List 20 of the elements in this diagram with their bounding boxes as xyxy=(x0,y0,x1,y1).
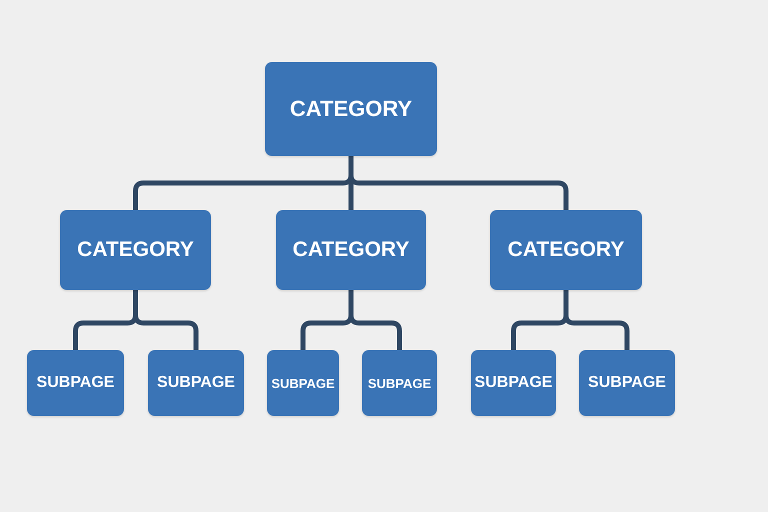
node-label: CATEGORY xyxy=(77,238,194,262)
node-box xyxy=(267,350,339,416)
node-box xyxy=(276,210,426,290)
node-box xyxy=(60,210,211,290)
node-label: SUBPAGE xyxy=(368,376,432,390)
node-box xyxy=(362,350,437,416)
node-label: SUBPAGE xyxy=(474,374,552,392)
node-label: SUBPAGE xyxy=(36,374,114,392)
node-box xyxy=(490,210,642,290)
node-box xyxy=(148,350,244,416)
node-box xyxy=(27,350,124,416)
node-label: SUBPAGE xyxy=(157,374,235,392)
node-box xyxy=(579,350,675,416)
node-label: CATEGORY xyxy=(290,96,412,122)
node-label: CATEGORY xyxy=(508,238,624,262)
node-box xyxy=(265,62,437,156)
node-label: SUBPAGE xyxy=(271,376,335,390)
node-label: CATEGORY xyxy=(292,238,410,262)
node-label: SUBPAGE xyxy=(588,374,666,392)
node-box xyxy=(471,350,556,416)
